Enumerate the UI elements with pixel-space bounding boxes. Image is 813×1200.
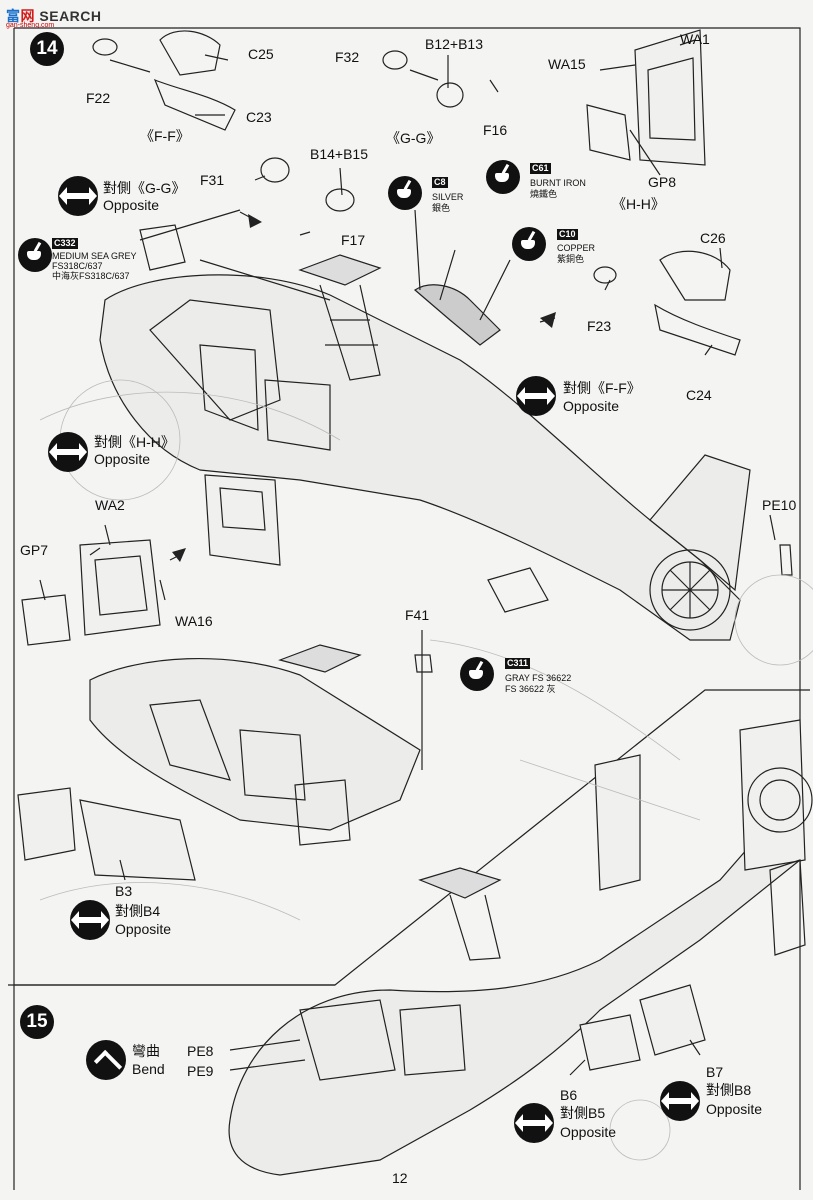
- paint-c332-cn: 中海灰FS318C/637: [52, 271, 130, 281]
- label-b3: B3: [115, 883, 133, 899]
- paint-c332-code: C332: [52, 238, 78, 249]
- label-wa1: WA1: [680, 31, 710, 47]
- bend-icon: [86, 1040, 126, 1080]
- opposite-b8-icon: [660, 1081, 700, 1121]
- opposite-ff-icon: [516, 376, 556, 416]
- label-opposite-b4-en: Opposite: [115, 921, 172, 937]
- label-wa2: WA2: [95, 497, 125, 513]
- label-f17: F17: [341, 232, 366, 248]
- label-c24: C24: [686, 387, 712, 403]
- label-gp8: GP8: [648, 174, 677, 190]
- paint-c311-name: GRAY FS 36622: [505, 673, 572, 683]
- paint-c8-cn: 銀色: [432, 203, 451, 213]
- label-ff-section: 《F-F》: [140, 128, 190, 144]
- label-c26: C26: [700, 230, 726, 246]
- paint-c311-cn: FS 36622 灰: [505, 684, 556, 694]
- label-opposite-b8: 對側B8: [706, 1082, 752, 1098]
- label-b12-b13: B12+B13: [425, 36, 483, 52]
- paint-c61-name: BURNT IRON: [530, 178, 586, 188]
- opposite-gg-en: Opposite: [103, 197, 160, 213]
- paint-brush-icon: [18, 238, 52, 272]
- label-f32: F32: [335, 49, 360, 65]
- label-f31: F31: [200, 172, 225, 188]
- paint-c10-code: C10: [557, 229, 578, 240]
- label-gp7: GP7: [20, 542, 49, 558]
- label-wa15: WA15: [548, 56, 586, 72]
- opposite-b5-icon: [514, 1103, 554, 1143]
- opposite-ff-en: Opposite: [563, 398, 620, 414]
- opposite-b4-icon: [70, 900, 110, 940]
- paint-c332-fs: FS318C/637: [52, 261, 103, 271]
- paint-c332-name: MEDIUM SEA GREY: [52, 251, 137, 261]
- site-logo: 富网 SEARCH: [6, 8, 102, 24]
- label-opposite-b4: 對側B4: [115, 903, 161, 919]
- label-b14-b15: B14+B15: [310, 146, 368, 162]
- label-c23: C23: [246, 109, 272, 125]
- label-pe9: PE9: [187, 1063, 214, 1079]
- bend-label-cn: 彎曲: [132, 1043, 160, 1059]
- label-pe10: PE10: [762, 497, 797, 513]
- label-hh-section: 《H-H》: [612, 196, 665, 212]
- paint-c61-code: C61: [530, 163, 551, 174]
- step-14-badge: 14: [30, 32, 64, 66]
- opposite-hh-icon: [48, 432, 88, 472]
- paint-brush-icon: [388, 176, 422, 210]
- label-f23: F23: [587, 318, 612, 334]
- label-opposite-b8-en: Opposite: [706, 1101, 763, 1117]
- paint-brush-icon: [460, 657, 494, 691]
- paint-c61-cn: 燒鐵色: [530, 189, 558, 199]
- label-c25: C25: [248, 46, 274, 62]
- opposite-hh-cn: 對側《H-H》: [94, 434, 175, 450]
- opposite-gg-cn: 對側《G-G》: [103, 180, 186, 196]
- label-f16: F16: [483, 122, 508, 138]
- opposite-hh-en: Opposite: [94, 451, 151, 467]
- opposite-ff-cn: 對側《F-F》: [563, 380, 641, 396]
- label-pe8: PE8: [187, 1043, 214, 1059]
- paint-c10-cn: 紫銅色: [557, 254, 585, 264]
- paint-brush-icon: [486, 160, 520, 194]
- label-gg-section: 《G-G》: [386, 130, 441, 146]
- page-number: 12: [392, 1170, 408, 1186]
- site-url: gan-sheng.com: [6, 22, 55, 29]
- label-wa16: WA16: [175, 613, 213, 629]
- step-15-badge: 15: [20, 1005, 54, 1039]
- bend-label: Bend: [132, 1061, 165, 1077]
- label-f41: F41: [405, 607, 430, 623]
- label-opposite-b5: 對側B5: [560, 1105, 606, 1121]
- paint-c311-code: C311: [505, 658, 531, 669]
- paint-c8-code: C8: [432, 177, 448, 188]
- paint-brush-icon: [512, 227, 546, 261]
- paint-c10-name: COPPER: [557, 243, 596, 253]
- opposite-gg-icon: [58, 176, 98, 216]
- label-b7: B7: [706, 1064, 724, 1080]
- label-b6: B6: [560, 1087, 578, 1103]
- paint-c8-name: SILVER: [432, 192, 464, 202]
- label-f22: F22: [86, 90, 111, 106]
- label-opposite-b5-en: Opposite: [560, 1124, 617, 1140]
